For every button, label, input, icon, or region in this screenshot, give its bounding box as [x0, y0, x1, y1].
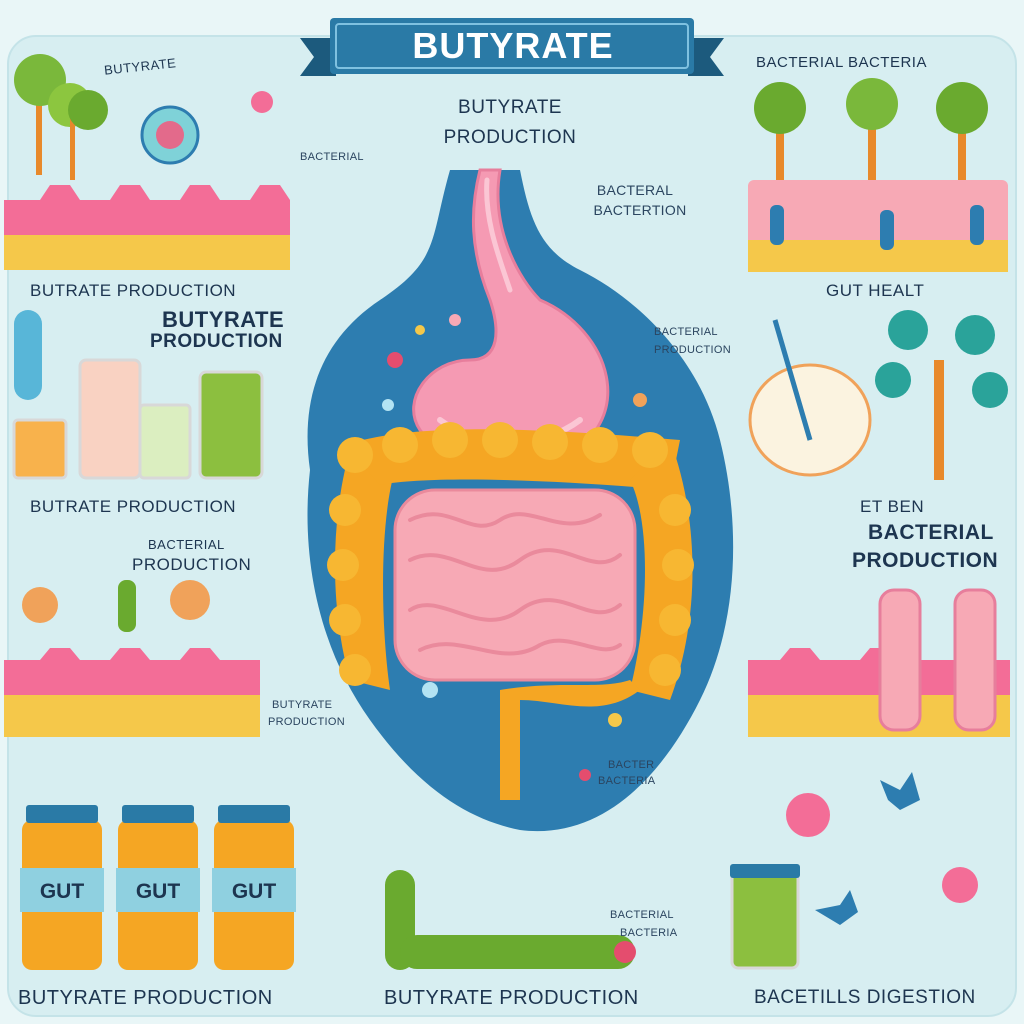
right-panel1-caption: GUT HEALT — [826, 281, 925, 300]
beverage-jars — [12, 310, 264, 480]
bottom-left-caption: BUTYRATE PRODUCTION — [18, 987, 273, 1009]
bottom-right-caption: BACETILLS DIGESTION — [754, 987, 976, 1008]
bacterial-fermentation-line1: BACTERAL — [596, 182, 674, 198]
left-scribble-bottom-line1: Butyrate — [272, 699, 333, 711]
small-intestine — [393, 488, 637, 682]
bottom-center-caption: BUTYRATE PRODUCTION — [384, 987, 639, 1009]
left-panel2-caption: BUTRATE PRODUCTION — [30, 497, 237, 516]
center-title-line2: PRODUCTION — [443, 127, 577, 148]
particles — [382, 314, 647, 781]
center-title-line1: BUTYRATE — [458, 97, 562, 118]
tissue-panel-right-lower — [748, 588, 1010, 737]
colon — [327, 422, 694, 800]
jar-label-1: GUT — [39, 880, 85, 903]
right-panel2-caption: ET BEN — [860, 497, 925, 516]
bottom-center-scribble-line2: Bacteria — [620, 927, 678, 939]
right-panel3-title-line2: PRODUCTION — [852, 549, 999, 572]
left-panel3-title-line1: BACTERIAL — [148, 537, 225, 552]
center-scribble-line2: Bacteria — [598, 775, 656, 787]
center-scribble-line1: Bacter — [608, 759, 655, 771]
top-right-label: BACTERIAL BACTERIA — [756, 54, 927, 71]
left-panel1-caption: BUTRATE PRODUCTION — [30, 281, 237, 300]
title-banner — [300, 18, 724, 76]
bottom-center-scribble-line1: Bacterial — [610, 909, 674, 921]
bacterial-fermentation-line2: BACTERTION — [593, 202, 687, 218]
left-scribble-bottom-line2: Production — [268, 716, 345, 728]
tissue-panel-top-right — [748, 78, 1008, 272]
left-panel2-title-line1: BUTYRATE — [162, 307, 285, 332]
green-bacterium — [385, 870, 636, 970]
left-panel3-title-line2: PRODUCTION — [132, 555, 252, 574]
gut-jars — [20, 805, 296, 970]
microbes-bottom-right — [730, 772, 978, 970]
right-scribble-line2: Production — [654, 344, 731, 356]
right-scribble-line1: Bacterial — [654, 326, 718, 338]
banner-title: BUTYRATE — [412, 25, 614, 66]
jar-label-2: GUT — [135, 880, 181, 903]
tissue-panel-top-left — [4, 54, 290, 270]
left-panel2-title-line2: PRODUCTION — [150, 331, 283, 352]
scribble-left-center: Bacterial — [300, 151, 364, 163]
jar-label-3: GUT — [231, 880, 277, 903]
tissue-panel-left-lower — [4, 580, 260, 737]
bowl-and-tree — [748, 310, 1008, 480]
right-panel3-title-line1: BACTERIAL — [868, 521, 994, 544]
